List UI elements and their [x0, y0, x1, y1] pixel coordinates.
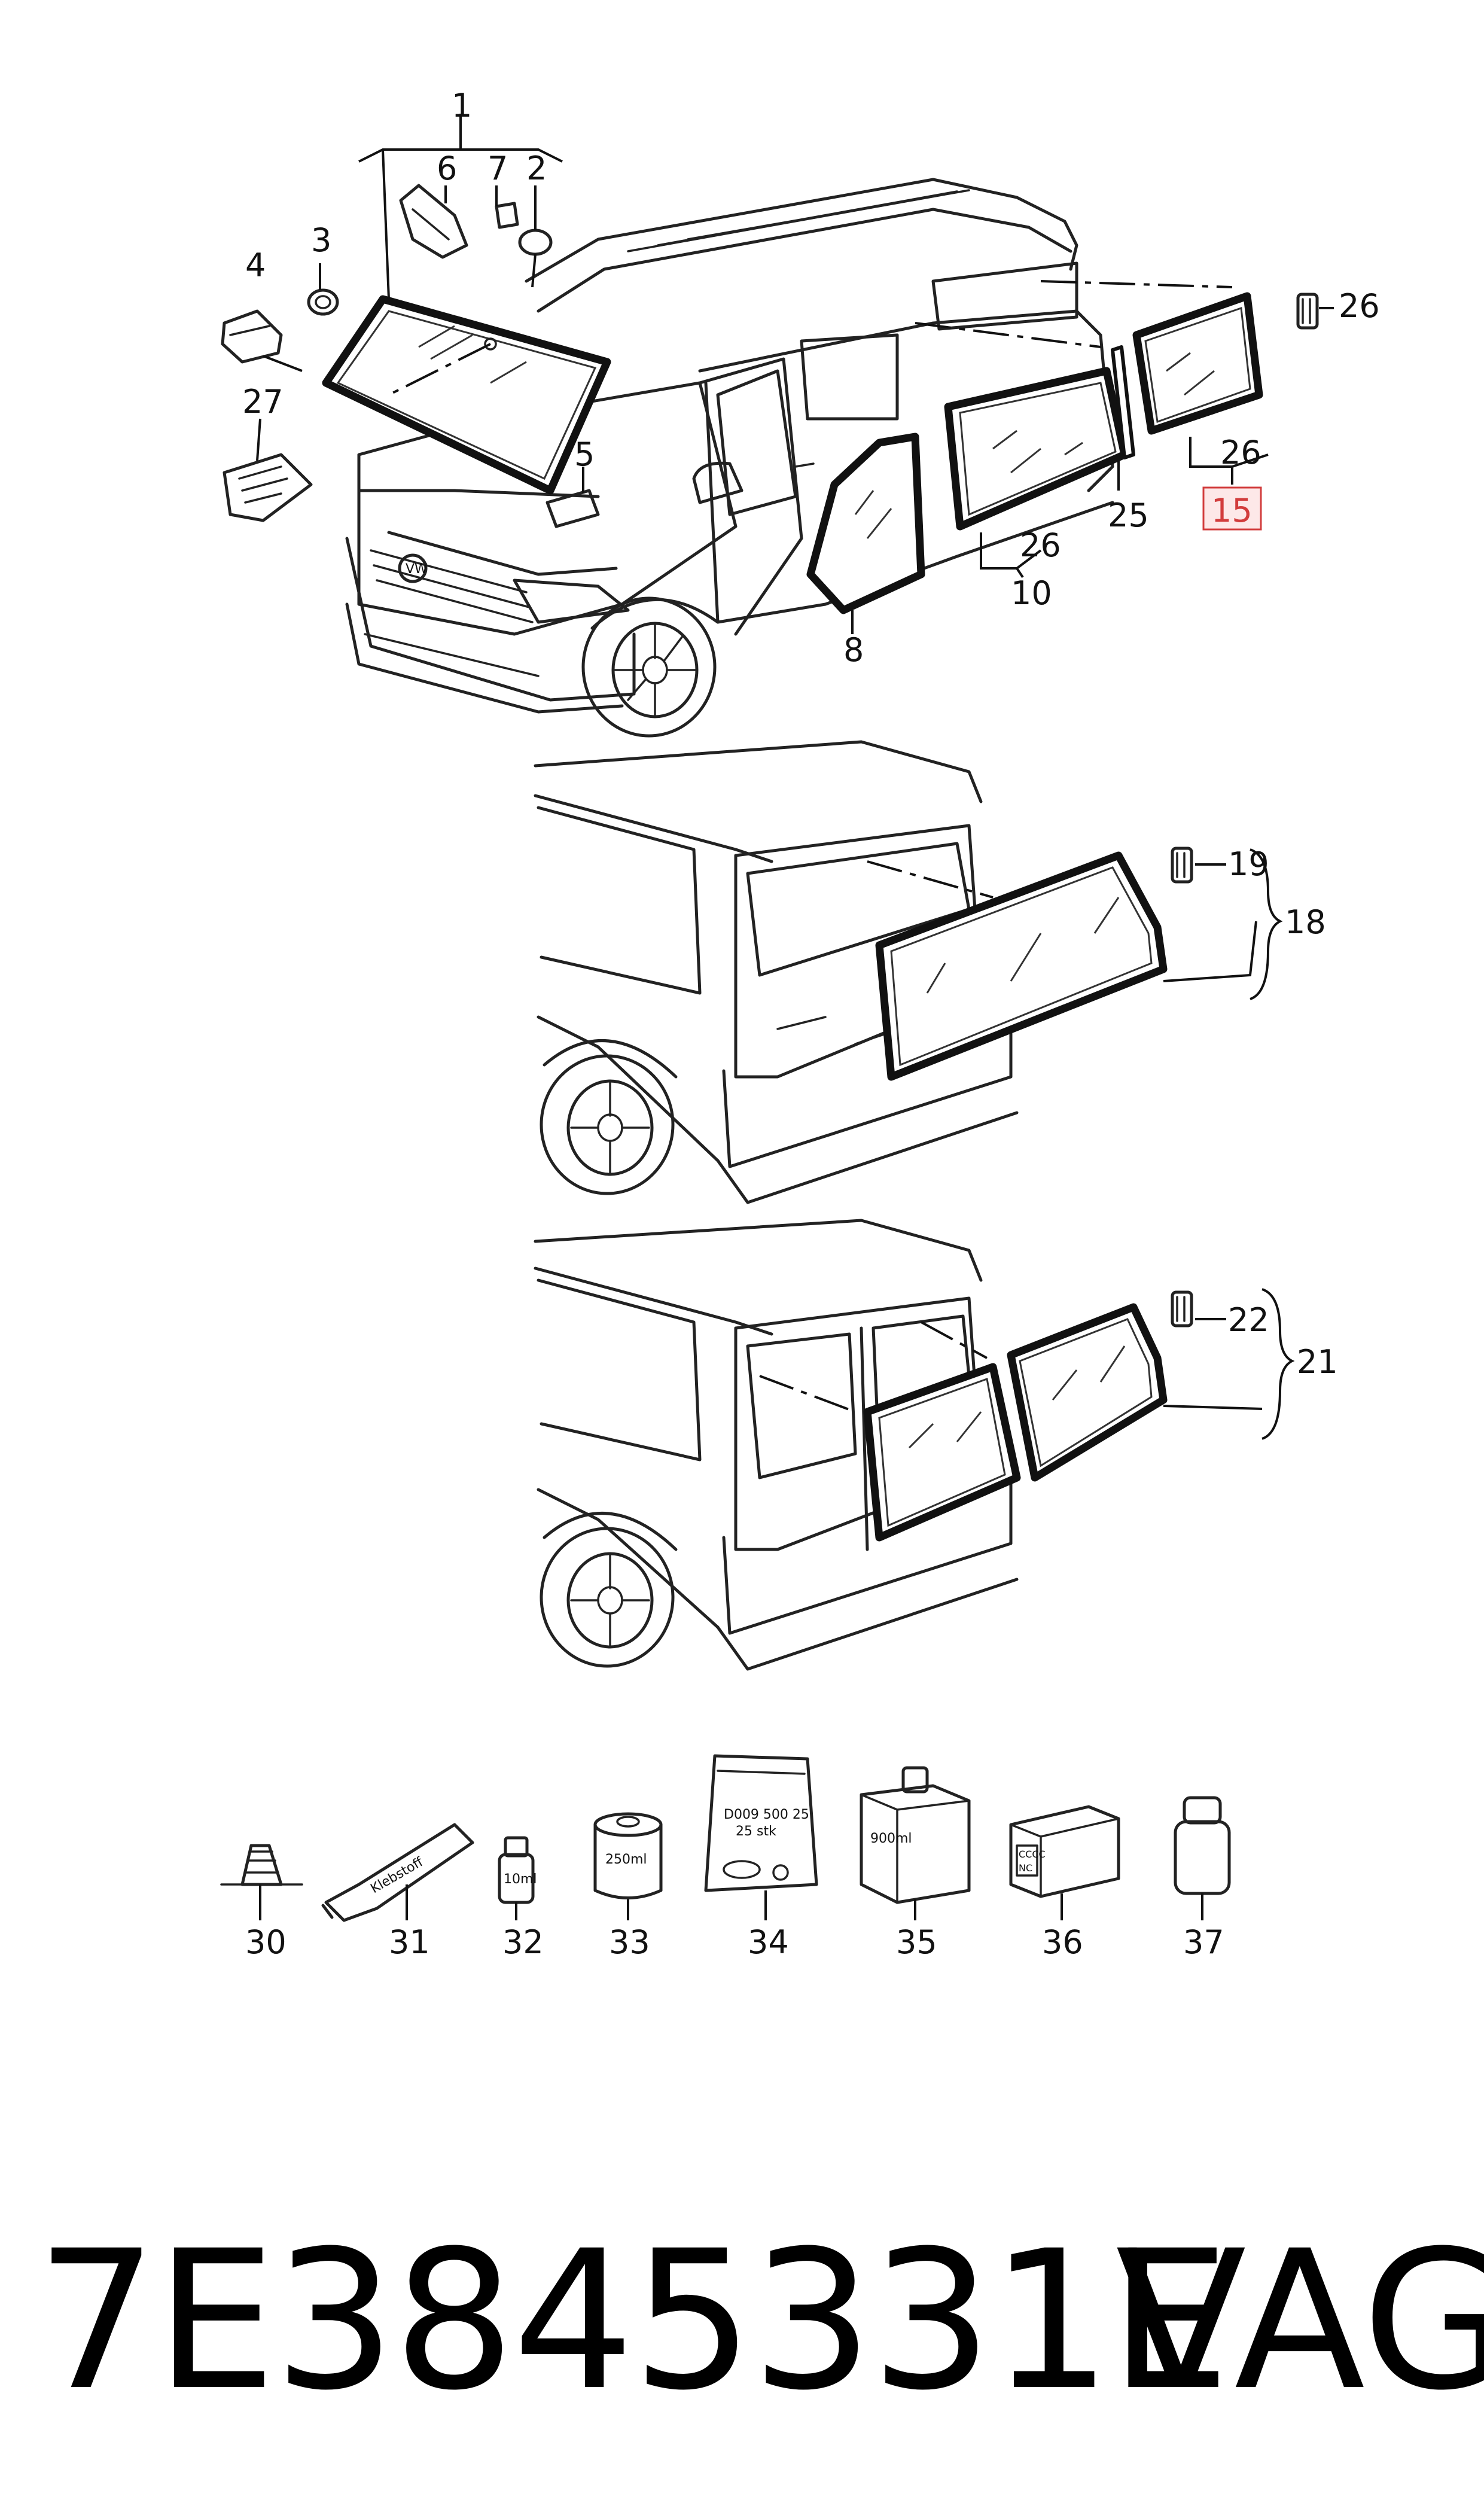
- brand-name: VAG: [1116, 2210, 1484, 2432]
- callout-6: 6: [437, 150, 457, 187]
- callout-32: 32: [502, 1923, 544, 1961]
- windscreen: [322, 295, 611, 495]
- callout-18: 18: [1285, 903, 1326, 941]
- part-number: 7E3845331E: [36, 2210, 1230, 2432]
- box-label-2: NC: [1019, 1862, 1032, 1874]
- seal-cone-30: [220, 1844, 303, 1886]
- vial-label: 10ml: [504, 1872, 537, 1887]
- sliding-door-window: [915, 322, 1129, 531]
- clip-26: [1296, 293, 1319, 330]
- pad-5: [546, 489, 600, 528]
- van-rear-view-tailgate: [534, 740, 1019, 1204]
- bag-label-2: 25 stk: [736, 1824, 776, 1839]
- callout-25: 25: [1108, 497, 1149, 534]
- callout-3: 3: [311, 221, 331, 259]
- callout-35: 35: [896, 1923, 937, 1961]
- box-36: CCCC NC: [1009, 1805, 1120, 1898]
- sensor-4: [221, 309, 283, 364]
- nut-2: [518, 229, 553, 256]
- callout-26-clip: 26: [1339, 287, 1380, 325]
- callout-36: 36: [1042, 1923, 1083, 1961]
- callout-10: 10: [1011, 574, 1052, 612]
- callout-26-sliding: 26: [1020, 526, 1061, 564]
- callout-34: 34: [748, 1923, 789, 1961]
- clip-22: [1171, 1290, 1193, 1327]
- callout-33: 33: [609, 1923, 650, 1961]
- callout-8: 8: [843, 631, 864, 669]
- jar-37: [1174, 1796, 1231, 1895]
- box-label-1: CCCC: [1019, 1849, 1046, 1860]
- rear-tailgate-glass: [875, 851, 1168, 1081]
- callout-numbers: 1 2 3 4 5 6 7 8 10 15 18 19 21 22 25 26 …: [242, 87, 1380, 1961]
- callout-26-rear: 26: [1220, 434, 1261, 471]
- callout-21: 21: [1297, 1343, 1338, 1381]
- bag-34: D009 500 25 25 stk: [704, 1754, 818, 1892]
- callout-2: 2: [526, 150, 547, 187]
- callout-30: 30: [245, 1923, 287, 1961]
- front-door-glass: [806, 433, 925, 614]
- rear-door-glass-right: [1007, 1303, 1168, 1482]
- clip-7: [495, 202, 519, 229]
- callout-22: 22: [1228, 1301, 1269, 1339]
- svg-text:VW: VW: [406, 562, 428, 577]
- callout-27: 27: [242, 383, 284, 421]
- bag-label-1: D009 500 25: [724, 1807, 809, 1822]
- cap-3: [307, 288, 339, 316]
- bottle-label: 900ml: [870, 1831, 912, 1846]
- rear-door-glass-left: [863, 1363, 1021, 1542]
- vial-10ml-32: 10ml: [498, 1836, 537, 1904]
- bracket-6: [399, 184, 468, 259]
- seal-strip: [1111, 345, 1135, 459]
- clip-19: [1171, 847, 1193, 884]
- callout-15: 15: [1211, 492, 1253, 529]
- rear-side-window: [1040, 280, 1263, 435]
- callout-1: 1: [452, 87, 472, 124]
- callout-highlight-15: [1202, 486, 1262, 531]
- callout-7: 7: [487, 150, 508, 187]
- bottle-900ml-35: 900ml: [860, 1766, 971, 1904]
- leader-lines: [256, 114, 1334, 1920]
- van-rear-view-barn-doors: [534, 1219, 1019, 1671]
- callout-31: 31: [389, 1923, 430, 1961]
- cover-27: [223, 453, 313, 522]
- adhesive-tube-31: Klebstoff: [321, 1823, 474, 1922]
- can-250ml-33: 250ml: [593, 1812, 663, 1899]
- callout-37: 37: [1183, 1923, 1224, 1961]
- can-label: 250ml: [605, 1852, 647, 1867]
- callout-5: 5: [574, 436, 595, 473]
- callout-4: 4: [245, 246, 266, 284]
- callout-19: 19: [1228, 845, 1269, 883]
